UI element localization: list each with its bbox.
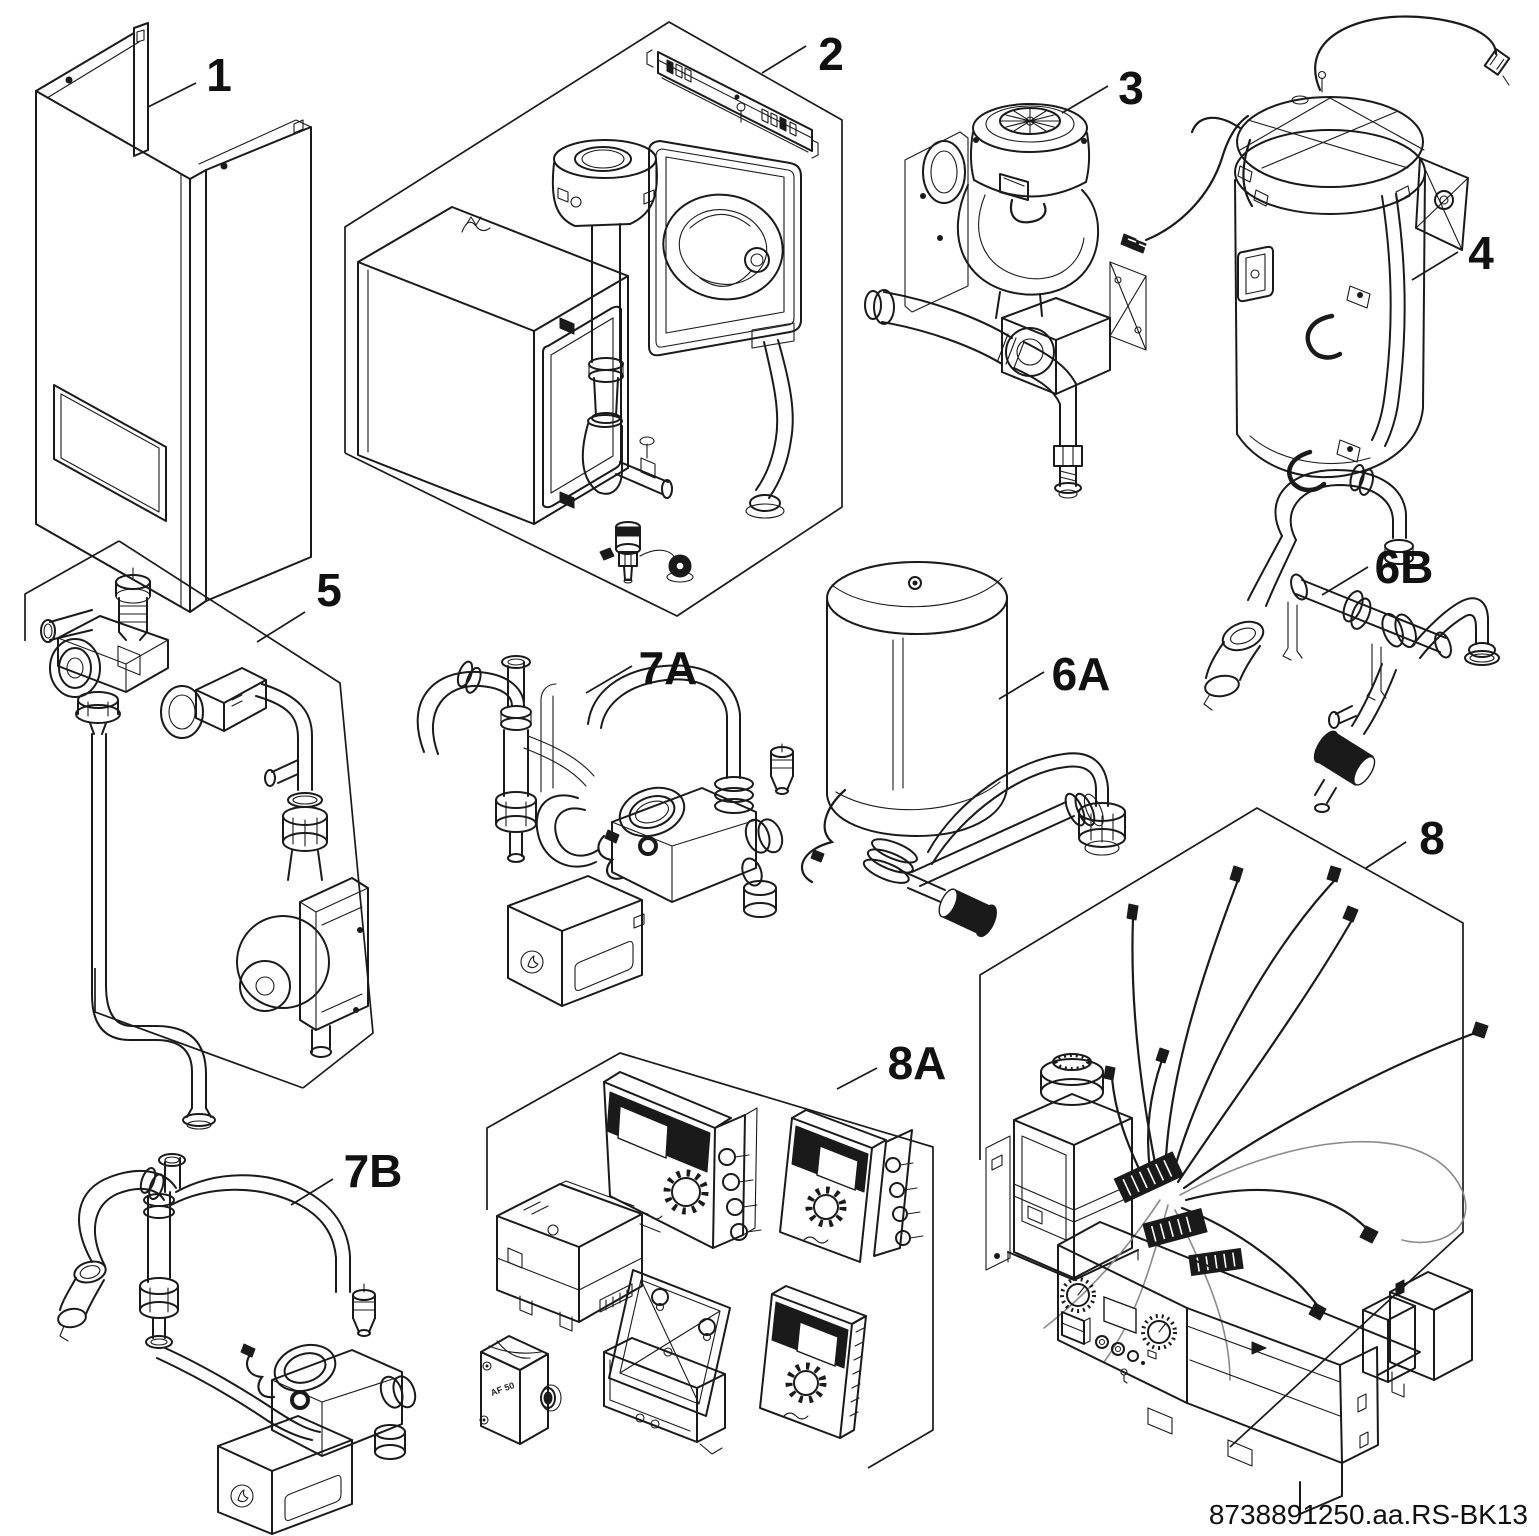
part-8-wiring-drawing (979, 807, 1489, 1515)
part-6b-leader (1321, 566, 1369, 596)
part-6b-label: 6B (1375, 541, 1434, 593)
part-5-label: 5 (316, 564, 342, 616)
part-4-leader (1411, 251, 1459, 281)
sensor-box-label: AF 50 (489, 1380, 515, 1398)
part-1-leader (147, 82, 197, 108)
mounting-rail (646, 49, 819, 159)
part-7a-leader (585, 665, 633, 694)
part-5-pump-group-drawing (24, 540, 374, 1130)
part-6a-expansion-vessel-drawing (800, 561, 1126, 938)
part-5-leader (256, 611, 306, 643)
transformer (1362, 1271, 1473, 1398)
programmer-unit (603, 1071, 762, 1249)
part-8a-label: 8A (888, 1037, 947, 1089)
drawing-number: 8738891250.aa.RS-BK13 (1209, 1499, 1528, 1530)
part-8-leader (1365, 841, 1407, 869)
part-7b-label: 7B (344, 1145, 403, 1197)
heat-exchanger-panel (648, 102, 802, 519)
part-2-heat-cell-drawing (344, 21, 843, 617)
part-7b-valve-group-drawing (57, 1153, 417, 1535)
part-3-leader (1061, 85, 1109, 114)
part-4-label: 4 (1468, 227, 1494, 279)
part-1-label: 1 (206, 49, 232, 101)
part-3-fan-drawing (864, 103, 1250, 499)
room-thermostat-1 (779, 1109, 924, 1263)
part-2-label: 2 (818, 28, 844, 80)
part-1-casing-drawing (35, 22, 312, 613)
part-8-label: 8 (1419, 812, 1445, 864)
part-4-cylinder-drawing (1190, 15, 1511, 493)
room-thermostat-2 (759, 1285, 867, 1439)
part-8a-leader (836, 1067, 878, 1090)
relay-module (496, 1180, 643, 1332)
part-7b-leader (290, 1178, 334, 1206)
gas-valve (1001, 297, 1111, 395)
part-2-leader (761, 45, 807, 74)
callout-labels: 1 2 3 4 5 6A 6B 7A 7B 8A 8 (206, 28, 1494, 1197)
part-8a-controls-drawing: AF 50 (479, 1052, 934, 1469)
part-7a-valve-group-drawing (416, 655, 794, 1007)
part-6a-leader (998, 671, 1045, 700)
part-7a-label: 7A (639, 642, 698, 694)
outdoor-sensor: AF 50 (479, 1335, 562, 1445)
part-6a-label: 6A (1052, 648, 1111, 700)
part-6b-pipe-group-drawing (1203, 464, 1500, 813)
part-3-label: 3 (1118, 62, 1144, 114)
mounting-base (603, 1269, 731, 1455)
combustion-box (357, 206, 629, 525)
flue-collector (551, 139, 673, 499)
leader-lines (147, 45, 1459, 1206)
drain-valve (599, 521, 694, 584)
control-unit (1057, 1221, 1421, 1515)
